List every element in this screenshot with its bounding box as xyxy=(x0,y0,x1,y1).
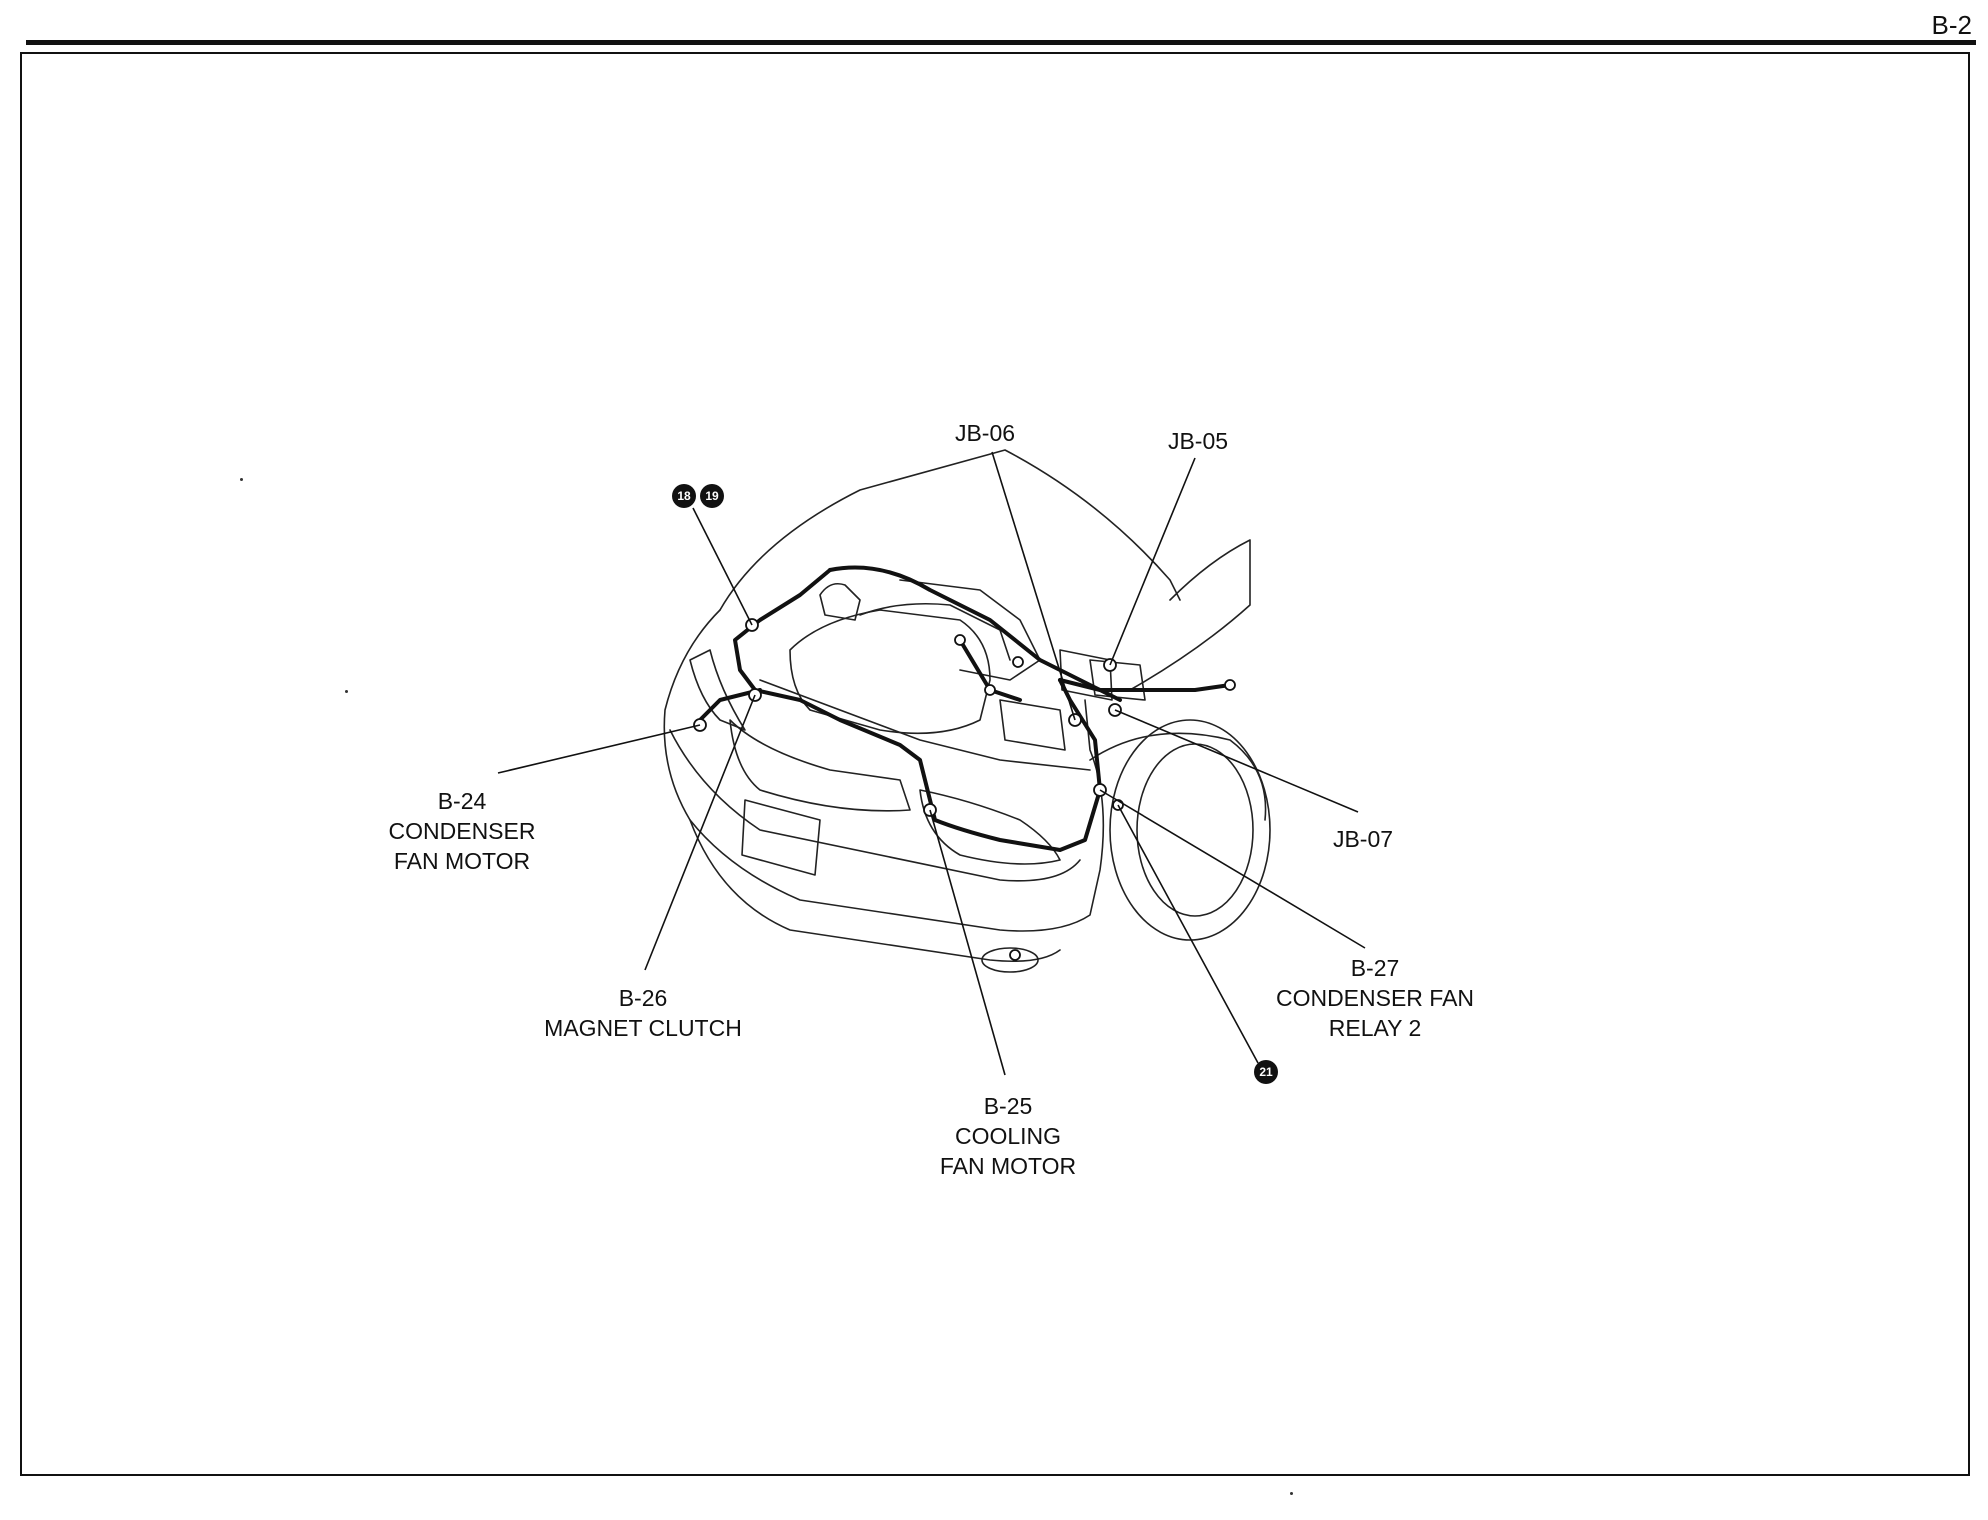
harness-main-front xyxy=(753,678,1102,852)
label-b24-code: B-24 xyxy=(437,788,487,814)
front-wheel-inner xyxy=(1136,743,1254,917)
label-b27-line1: CONDENSER FAN xyxy=(1275,985,1475,1011)
label-jb05: JB-05 xyxy=(1168,426,1228,456)
leader-b25 xyxy=(929,809,1006,1076)
label-b25-line1: COOLING xyxy=(954,1123,1062,1149)
connector-engine-c xyxy=(1012,656,1024,668)
label-b27: B-27 CONDENSER FAN RELAY 2 xyxy=(1276,953,1474,1043)
label-jb06-code: JB-06 xyxy=(954,420,1016,446)
label-b27-line2: RELAY 2 xyxy=(1328,1015,1422,1041)
bumper-line xyxy=(669,729,1081,882)
ground-badge-18: 18 xyxy=(672,484,696,508)
label-b25: B-25 COOLING FAN MOTOR xyxy=(940,1091,1076,1181)
headlight-right xyxy=(919,789,1061,865)
leader-jb06 xyxy=(991,451,1076,721)
windshield-edge xyxy=(1129,539,1251,691)
harness-branch-b xyxy=(698,688,762,722)
leader-jb07 xyxy=(1114,709,1359,813)
label-b26-code: B-26 xyxy=(618,985,668,1011)
leader-gnd-21 xyxy=(1117,804,1259,1064)
headlight-left xyxy=(689,649,746,731)
fog-lamp xyxy=(981,947,1039,973)
label-b24: B-24 CONDENSER FAN MOTOR xyxy=(389,786,536,876)
label-jb06: JB-06 xyxy=(955,418,1015,448)
label-b27-code: B-27 xyxy=(1350,955,1400,981)
label-jb07: JB-07 xyxy=(1333,824,1393,854)
front-wheel-outer xyxy=(1109,719,1271,941)
label-b25-line2: FAN MOTOR xyxy=(939,1153,1077,1179)
airbox xyxy=(999,699,1066,751)
connector-fog xyxy=(1009,949,1021,961)
page-number: B-2 xyxy=(1931,10,1972,40)
label-b25-code: B-25 xyxy=(983,1093,1033,1119)
harness-top xyxy=(828,565,1122,702)
front-body xyxy=(663,609,1105,932)
wheel-arch xyxy=(1089,732,1267,821)
label-jb07-code: JB-07 xyxy=(1332,826,1394,852)
ground-badge-19: 19 xyxy=(700,484,724,508)
leader-b27 xyxy=(1099,789,1366,949)
leader-gnd-18-19 xyxy=(692,507,753,626)
license-plate xyxy=(741,799,821,876)
label-b24-line2: FAN MOTOR xyxy=(393,848,531,874)
connector-engine-b xyxy=(984,684,996,696)
connector-engine-a xyxy=(954,634,966,646)
grille xyxy=(729,719,911,812)
header-rule xyxy=(26,40,1976,45)
reservoir xyxy=(819,582,861,621)
fuse-box xyxy=(1089,659,1146,701)
diagram-frame xyxy=(20,52,1970,1476)
label-b26: B-26 MAGNET CLUTCH xyxy=(544,983,742,1043)
intake xyxy=(899,579,1041,681)
label-b26-line1: MAGNET CLUTCH xyxy=(544,1015,742,1041)
leader-jb05 xyxy=(1109,457,1196,666)
leader-b24 xyxy=(497,724,701,774)
lower-bumper xyxy=(689,819,1061,963)
engine-rocker xyxy=(859,603,1011,661)
hood-outline xyxy=(719,449,1181,611)
label-jb05-code: JB-05 xyxy=(1167,428,1229,454)
leader-b26 xyxy=(644,694,756,971)
scan-speck xyxy=(1290,1492,1293,1495)
scan-speck xyxy=(240,478,243,481)
engine-cover xyxy=(789,609,991,735)
radiator-support xyxy=(759,679,1091,771)
label-b24-line1: CONDENSER xyxy=(388,818,536,844)
scan-speck xyxy=(345,690,348,693)
harness-right xyxy=(1058,678,1232,692)
connector-right-end xyxy=(1224,679,1236,691)
ground-badge-21: 21 xyxy=(1254,1060,1278,1084)
